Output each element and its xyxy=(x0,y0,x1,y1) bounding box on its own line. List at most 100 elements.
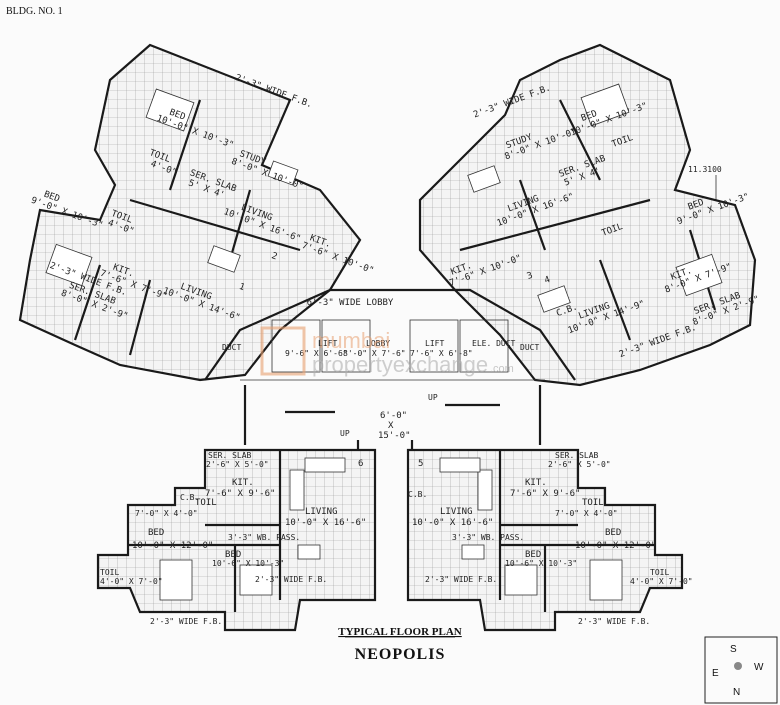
side-note: 11.3100 xyxy=(688,165,722,174)
sofa-furniture xyxy=(537,285,571,313)
compass-center-icon xyxy=(734,662,742,670)
u5-cb-label: C.B. xyxy=(408,490,427,499)
lift-shaft-4 xyxy=(459,319,509,373)
wide-lobby-label: 6'-3" WIDE LOBBY xyxy=(307,298,394,308)
compass-n: N xyxy=(733,687,740,698)
unit-divider xyxy=(129,198,301,252)
u5-ser-slab: SER. SLAB xyxy=(555,451,599,460)
watermark-line1: mumbai xyxy=(312,328,390,353)
u6-fb-b: 2'-3" WIDE F.B. xyxy=(150,617,222,626)
compass-s: S xyxy=(730,644,737,655)
u6-toil-b-size: 4'-0" X 7'-0" xyxy=(100,577,163,586)
lift-1-label: LIFT xyxy=(318,339,337,348)
u6-living-size: 10'-0" X 16'-6" xyxy=(285,518,366,528)
lift-shaft-3 xyxy=(409,319,459,373)
u4-number: 4 xyxy=(543,275,552,286)
u6-toil-b-label: TOIL xyxy=(100,568,119,577)
u5-bed-a-size: 10'-0" X 12'-0" xyxy=(575,541,656,551)
watermark: mumbai propertyexchange .com xyxy=(260,326,514,377)
u6-bed-a-size: 10'-0" X 12'-0" xyxy=(132,541,213,551)
duct-left: DUCT xyxy=(222,343,241,352)
u6-bed-a-label: BED xyxy=(148,528,164,538)
lift-3-label: LIFT xyxy=(425,339,444,348)
stair-width: 6'-0" xyxy=(380,411,407,421)
sofa-furniture xyxy=(439,457,481,473)
lift-shaft-2 xyxy=(321,319,371,373)
watermark-line2: propertyexchange xyxy=(312,352,488,377)
u6-toil-a-size: 7'-0" X 4'-0" xyxy=(135,509,198,518)
u5-ser-size: 2'-6" X 5'-0" xyxy=(548,460,611,469)
sofa-furniture xyxy=(467,165,501,193)
lift-3-size: 7'-6" X 6'-8" xyxy=(410,349,473,358)
u2-number: 2 xyxy=(270,251,279,262)
unit-divider xyxy=(459,198,651,252)
bed-furniture xyxy=(504,564,538,596)
lift-2-size: 8'-0" X 7'-6" xyxy=(343,349,406,358)
bed-furniture xyxy=(239,564,273,596)
building-label: BLDG. NO. 1 xyxy=(6,6,63,17)
u5-bed-a-label: BED xyxy=(605,528,621,538)
plan-title: TYPICAL FLOOR PLAN xyxy=(338,626,462,638)
lift-shaft-1 xyxy=(271,319,321,373)
u6-fb-a: 2'-3" WIDE F.B. xyxy=(255,575,327,584)
u6-ser-slab: SER. SLAB xyxy=(208,451,252,460)
bed-furniture xyxy=(589,559,623,601)
u5-wb-label: 3'-3" WB. PASS. xyxy=(452,533,524,542)
bed-furniture xyxy=(45,243,93,287)
u6-bed-b-size: 10'-6" X 10'-3" xyxy=(212,559,284,568)
u5-toil-a-label: TOIL xyxy=(582,498,604,508)
sofa-furniture xyxy=(289,469,305,511)
u6-cb-label: C.B. xyxy=(180,493,199,502)
compass-w: W xyxy=(754,662,764,673)
u5-toil-b-size: 4'-0" X 7'-0" xyxy=(630,577,693,586)
sofa-furniture xyxy=(477,469,493,511)
u6-wb-label: 3'-3" WB. PASS. xyxy=(228,533,300,542)
u5-bed-b-label: BED xyxy=(525,550,541,560)
bed-furniture xyxy=(159,559,193,601)
lower-wing xyxy=(96,448,684,632)
watermark-line3: .com xyxy=(490,363,514,375)
u5-kit-size: 7'-6" X 9'-6" xyxy=(510,489,580,499)
dining-table xyxy=(461,544,485,560)
compass: S E W N xyxy=(704,636,778,704)
sofa-furniture xyxy=(304,457,346,473)
lift-1-size: 9'-6" X 6'-6" xyxy=(285,349,348,358)
u5-toil-b-label: TOIL xyxy=(650,568,669,577)
bed-furniture xyxy=(675,253,723,297)
dining-table xyxy=(297,544,321,560)
up-right: UP xyxy=(428,393,438,402)
stair-x: X xyxy=(388,421,394,431)
u6-ser-size: 2'-6" X 5'-0" xyxy=(206,460,269,469)
compass-e: E xyxy=(712,668,719,679)
u3-number: 3 xyxy=(526,271,535,282)
bed-furniture xyxy=(580,83,630,127)
u5-fb-a: 2'-3" WIDE F.B. xyxy=(425,575,497,584)
u6-toil-a-label: TOIL xyxy=(195,498,217,508)
u5-living-size: 10'-0" X 16'-6" xyxy=(412,518,493,528)
duct-right: DUCT xyxy=(520,343,539,352)
up-left: UP xyxy=(340,429,350,438)
sofa-furniture xyxy=(207,245,241,273)
upper-left-wing xyxy=(18,43,362,382)
lobby-label: LOBBY xyxy=(366,339,390,348)
sofa-furniture xyxy=(267,160,299,186)
ele-duct-label: ELE. DUCT xyxy=(472,339,516,348)
u5-toil-a-size: 7'-0" X 4'-0" xyxy=(555,509,618,518)
u1-number: 1 xyxy=(237,282,246,293)
u5-bed-b-size: 10'-6" X 10'-3" xyxy=(505,559,577,568)
u5-kit-label: KIT. xyxy=(525,478,547,488)
u6-kit-size: 7'-6" X 9'-6" xyxy=(205,489,275,499)
project-name: NEOPOLIS xyxy=(355,646,446,663)
u6-living-label: LIVING xyxy=(305,507,338,517)
stair-length: 15'-0" xyxy=(378,431,411,441)
bed-furniture xyxy=(145,88,195,132)
u6-bed-b-label: BED xyxy=(225,550,241,560)
u6-kit-label: KIT. xyxy=(232,478,254,488)
u5-fb-b: 2'-3" WIDE F.B. xyxy=(578,617,650,626)
u5-living-label: LIVING xyxy=(440,507,473,517)
u6-number: 6 xyxy=(358,459,363,469)
u5-number: 5 xyxy=(418,459,423,469)
upper-right-wing xyxy=(418,43,757,387)
